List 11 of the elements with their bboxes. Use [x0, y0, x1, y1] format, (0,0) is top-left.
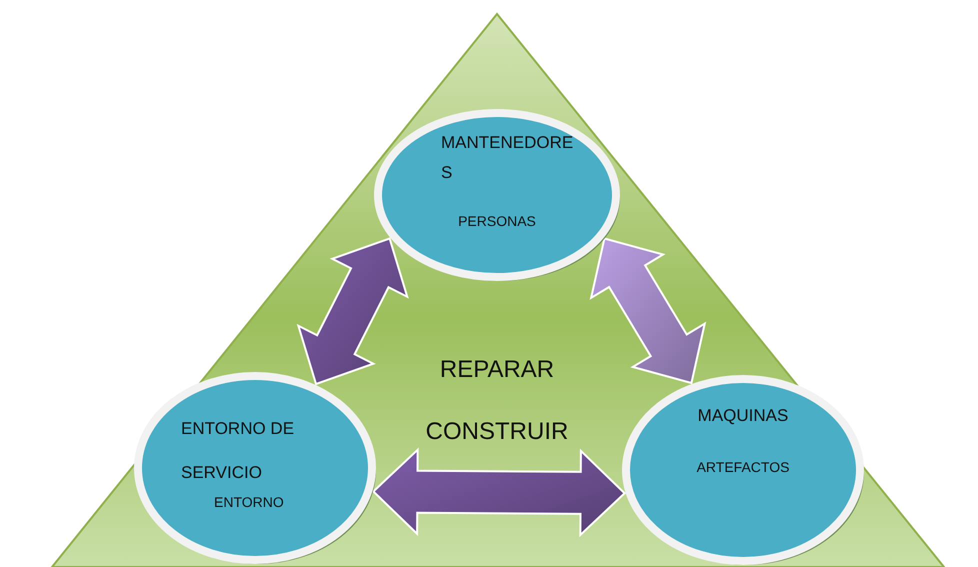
node-subtitle: ARTEFACTOS: [696, 458, 790, 476]
node-title: MANTENEDORES: [441, 132, 574, 184]
node-title: MAQUINAS: [696, 406, 790, 426]
node-subtitle: ENTORNO: [214, 493, 285, 511]
node-subtitle: PERSONAS: [457, 212, 537, 230]
double-arrow: [590, 237, 706, 384]
center-label: CONSTRUIR: [426, 418, 568, 446]
node-title: ENTORNO DE SERVICIO: [181, 418, 296, 484]
double-arrow: [372, 447, 626, 538]
double-arrow: [296, 237, 409, 386]
center-label: REPARAR: [440, 356, 554, 384]
